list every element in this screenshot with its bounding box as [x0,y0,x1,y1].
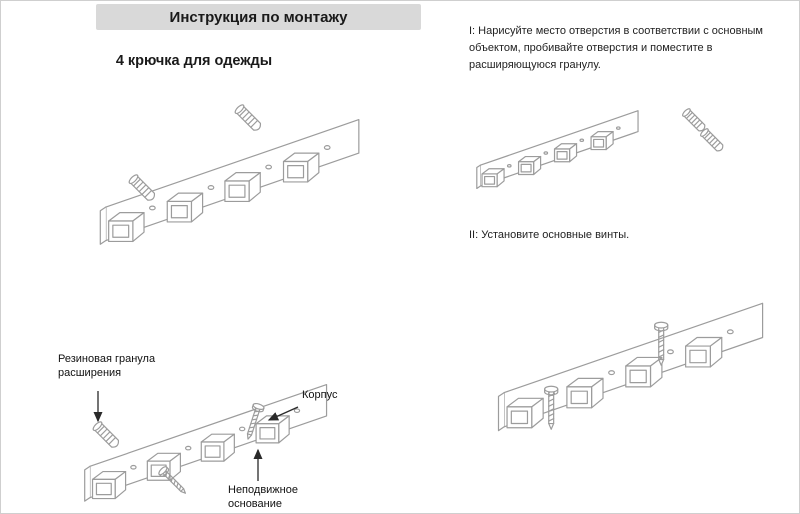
wall-plug-icon [233,103,264,134]
wall-plug-icon [681,107,708,134]
page-title-bar: Инструкция по монтажу [96,4,421,30]
step2-instruction: II: Установите основные винты. [469,229,630,241]
page-subtitle: 4 крючка для одежды [115,53,273,69]
callout-expansion-granule: Резиновая гранула расширения [58,353,156,379]
step1-instruction: I: Нарисуйте место отверстия в соответст… [469,25,763,72]
hook-rail-drawing [477,111,638,189]
wall-plug-icon [91,420,122,451]
overview-figure [89,103,374,258]
callout-housing: Корпус [302,389,338,401]
page-title: Инструкция по монтажу [169,8,348,26]
step1-figure [469,107,726,205]
callout-fixed-base: Неподвижное основание [228,484,298,510]
hook-rail-drawing [499,303,763,430]
parts-figure [61,351,391,514]
wall-plug-icon [699,127,726,154]
arrow-to-housing-icon [267,406,299,421]
step2-figure [481,269,796,449]
